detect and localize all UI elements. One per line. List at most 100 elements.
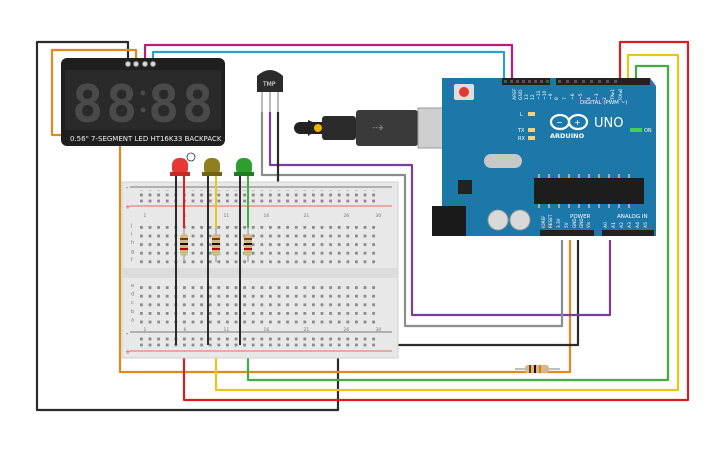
display-digit-4: 8	[182, 75, 213, 135]
led-tx-label: TX	[517, 128, 525, 134]
pin-5v: 5V	[564, 222, 569, 228]
usb-icon: ⇢	[372, 120, 384, 136]
digital-header-label: DIGITAL (PWM ~)	[580, 100, 627, 106]
pin-a2: A2	[619, 222, 625, 228]
power-jack	[432, 206, 466, 236]
pin-a4: A4	[635, 222, 641, 228]
display-digit-1: 8	[72, 75, 103, 135]
seven-segment-display[interactable]: 8 8 8 8 0.56" 7-SEGMENT LED HT16K33 BACK…	[61, 58, 225, 146]
pin-gnd-1: GND	[572, 218, 577, 228]
on-label: ON	[644, 128, 652, 134]
pin-ioref: IOREF	[541, 215, 546, 228]
display-header-pins	[125, 61, 156, 67]
digital-header-pins	[504, 80, 617, 83]
led-l-label: L	[520, 112, 523, 118]
resistor-1[interactable]	[180, 228, 188, 262]
digital-pin-labels: AREF GND 13 12 ~11 ~10 ~9 8 7 ~6 ~5 4 ~3…	[512, 88, 624, 101]
wire-gray[interactable]	[260, 112, 564, 328]
onboard-leds: L TX RX	[517, 112, 535, 142]
power-pin-labels: IOREF RESET 3.3V 5V GND GND Vin	[541, 214, 591, 228]
led-rx-label: RX	[518, 136, 525, 142]
breadboard-column-label: 26	[344, 213, 350, 219]
resistors	[180, 228, 560, 373]
board-model: UNO	[594, 116, 623, 131]
wire-cyan[interactable]	[151, 50, 506, 80]
breadboard-row-label: d	[131, 292, 134, 298]
capacitor-1	[487, 209, 509, 231]
breadboard[interactable]: - + - + 116611111616212126263030 jihgfed…	[121, 181, 399, 359]
power-header-label: POWER	[570, 214, 591, 220]
breadboard-column-label: 21	[304, 213, 310, 219]
breadboard-column-label: 30	[376, 327, 382, 333]
led-green[interactable]	[234, 158, 254, 345]
usb-cable: ⇢	[294, 107, 455, 149]
pin-4: 4	[586, 97, 592, 100]
pin-10: ~10	[542, 90, 548, 100]
pin-9: ~9	[548, 93, 554, 100]
breadboard-row-label: i	[131, 232, 132, 238]
breadboard-row-label: e	[131, 283, 134, 289]
breadboard-column-label: 16	[264, 213, 270, 219]
breadboard-row-label: b	[131, 309, 134, 315]
breadboard-column-label: 16	[264, 327, 270, 333]
sensor-label: TMP	[262, 81, 276, 88]
breadboard-row-label: j	[130, 223, 132, 229]
pin-5: ~5	[578, 93, 584, 100]
display-label: 0.56" 7-SEGMENT LED HT16K33 BACKPACK	[70, 135, 222, 143]
display-digits: 8 8 8 8	[72, 75, 213, 135]
analog-header-label: ANALOG IN	[617, 214, 648, 220]
resistor-3[interactable]	[244, 228, 252, 262]
wire-magenta[interactable]	[143, 43, 514, 80]
wire-yellow[interactable]	[214, 53, 680, 392]
pin-gnd: GND	[518, 89, 524, 100]
rail-plus-bottom: +	[125, 348, 131, 356]
pin-a5: A5	[643, 222, 649, 228]
breadboard-row-label: h	[131, 240, 134, 246]
rail-plus-top: +	[125, 203, 131, 211]
pin-13: 13	[524, 94, 530, 100]
pin-11: ~11	[536, 90, 542, 100]
temperature-sensor[interactable]: TMP	[257, 70, 283, 112]
pin-a3: A3	[627, 222, 633, 228]
capacitor-2	[509, 209, 531, 231]
wire-purple[interactable]	[268, 112, 612, 317]
breadboard-row-label: c	[131, 300, 134, 306]
pin-1: TX▸1	[610, 89, 616, 101]
pin-6: ~6	[570, 93, 576, 100]
led-yellow[interactable]	[202, 158, 222, 345]
svg-text:−: −	[556, 118, 563, 127]
breadboard-column-label: 21	[304, 327, 310, 333]
pin-gnd-2: GND	[579, 218, 584, 228]
rail-minus-bottom: -	[126, 330, 129, 338]
breadboard-row-label: g	[131, 249, 134, 255]
pin-2: 2	[602, 97, 608, 100]
pin-7: 7	[562, 97, 568, 100]
resistor-4[interactable]	[515, 365, 560, 373]
pin-aref: AREF	[512, 88, 518, 100]
atmega-chip	[534, 178, 644, 204]
wire-green[interactable]	[246, 64, 670, 382]
pin-0: RX◂0	[618, 89, 624, 100]
breadboard-row-label: f	[131, 257, 133, 263]
arduino-logo: − +	[549, 113, 589, 131]
wire-black-gnd[interactable]	[345, 240, 580, 347]
pin-vin: Vin	[586, 221, 591, 228]
rail-minus-top: -	[126, 184, 129, 192]
svg-text:+: +	[574, 118, 581, 127]
leds	[170, 152, 254, 345]
led-red[interactable]	[170, 152, 196, 345]
pin-12: 12	[530, 94, 536, 100]
display-digit-2: 8	[106, 75, 137, 135]
pin-a0: A0	[603, 222, 609, 228]
board-brand: ARDUINO	[550, 132, 585, 140]
wire-red[interactable]	[182, 40, 690, 402]
breadboard-column-label: 26	[344, 327, 350, 333]
display-digit-3: 8	[148, 75, 179, 135]
resistor-2[interactable]	[212, 228, 220, 262]
pin-a1: A1	[611, 222, 617, 228]
arduino-uno[interactable]: AREF GND 13 12 ~11 ~10 ~9 8 7 ~6 ~5 4 ~3…	[432, 78, 656, 236]
pin-3: ~3	[594, 93, 600, 100]
